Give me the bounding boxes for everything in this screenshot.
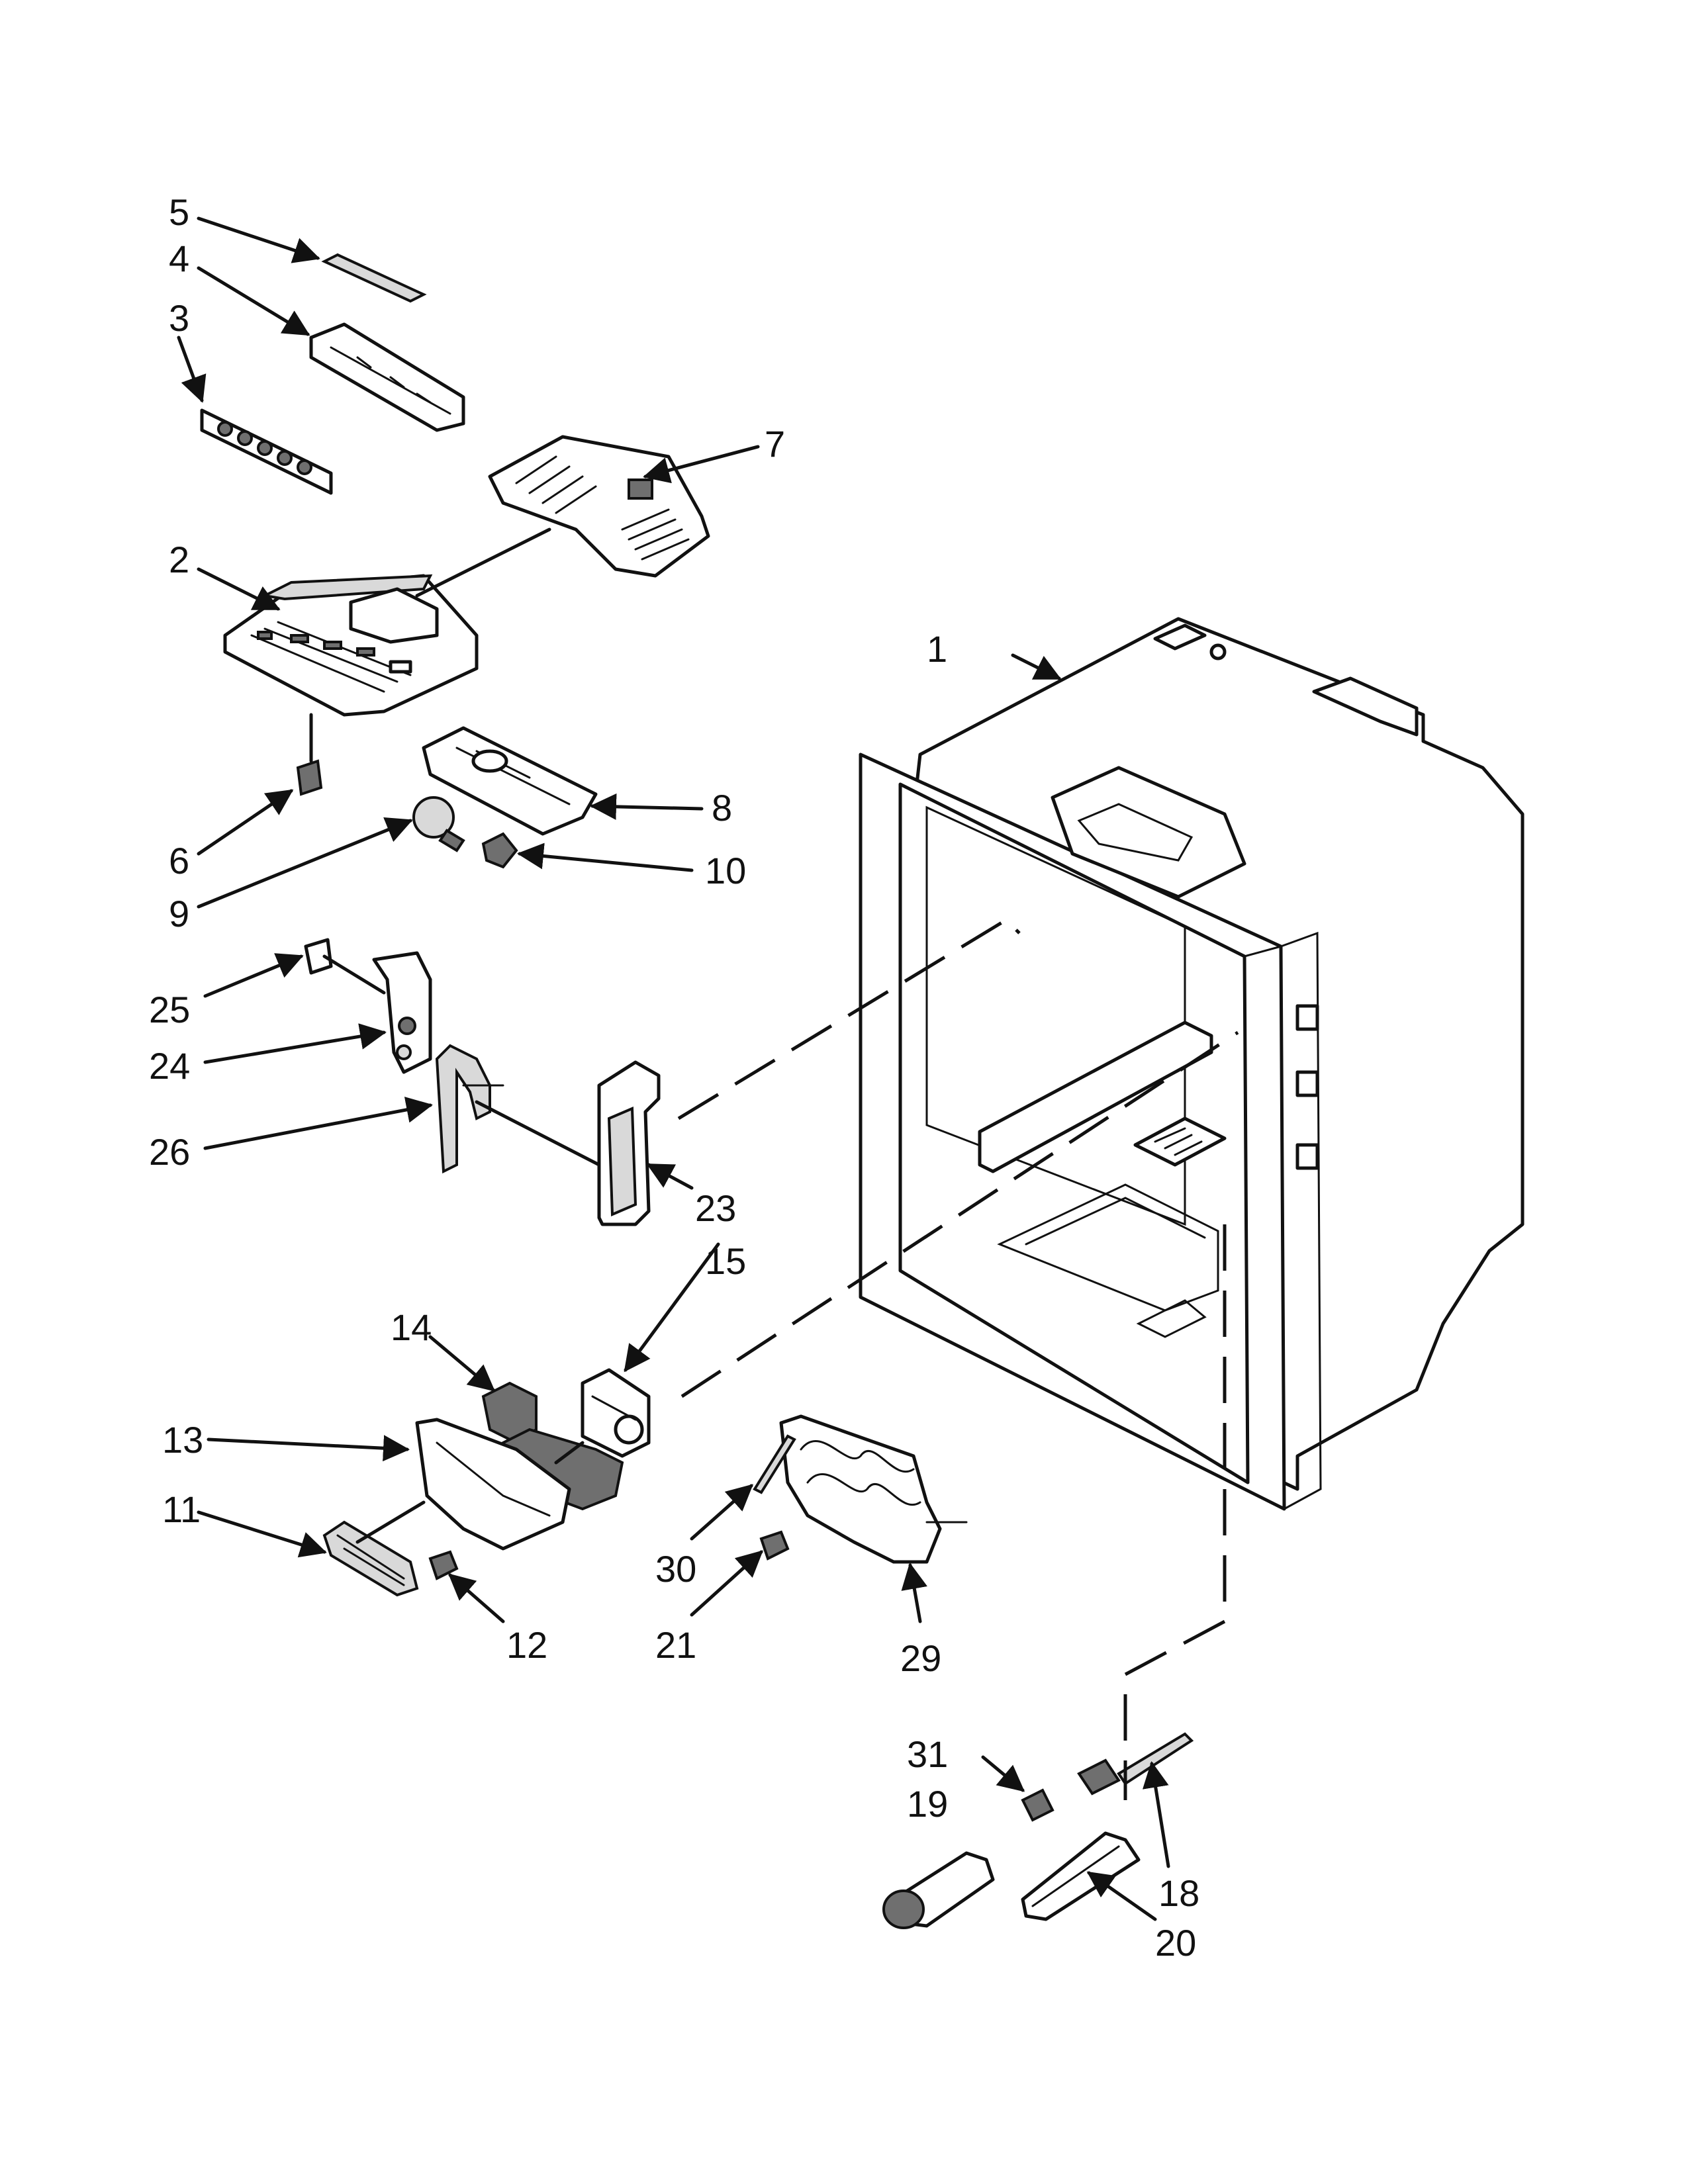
- part-5-light-bar[interactable]: [321, 253, 427, 303]
- callout-30: 30: [655, 1548, 696, 1590]
- callout-8: 8: [712, 787, 732, 829]
- part-7-air-diffuser[interactable]: [488, 435, 710, 578]
- callout-1: 1: [927, 628, 947, 670]
- part-15-water-valve[interactable]: [581, 1368, 651, 1458]
- part-31-cap[interactable]: [1021, 1788, 1055, 1822]
- callout-arrows: [177, 216, 1170, 1921]
- part-18-filter-head[interactable]: [1077, 1732, 1194, 1796]
- part-29-heater-assembly[interactable]: [779, 1414, 968, 1564]
- callout-26: 26: [149, 1131, 190, 1173]
- part-6-switch[interactable]: [296, 759, 323, 796]
- part-2-control-housing[interactable]: [223, 574, 479, 717]
- part-8-light-housing[interactable]: [422, 726, 598, 836]
- part-3-control-panel[interactable]: [200, 408, 333, 495]
- part-26-water-tube[interactable]: [435, 1044, 504, 1174]
- callout-31: 31: [907, 1733, 948, 1775]
- callout-18: 18: [1158, 1872, 1199, 1914]
- callout-21: 21: [655, 1624, 696, 1666]
- callout-7: 7: [765, 423, 785, 465]
- part-20-filter-cover[interactable]: [1021, 1831, 1141, 1921]
- callout-4: 4: [169, 238, 189, 279]
- part-4-control-bracket[interactable]: [309, 322, 465, 432]
- callout-11: 11: [162, 1488, 201, 1530]
- assembly-lines: [309, 527, 1239, 1800]
- callout-6: 6: [169, 840, 189, 882]
- part-23-filter-housing[interactable]: [597, 1060, 661, 1226]
- part-30-rod[interactable]: [753, 1434, 796, 1494]
- callout-9: 9: [169, 893, 189, 934]
- part-19-water-filter[interactable]: [882, 1851, 995, 1929]
- part-21-screw[interactable]: [759, 1530, 790, 1561]
- callout-24: 24: [149, 1045, 190, 1087]
- callout-25: 25: [149, 989, 190, 1030]
- part-10-socket[interactable]: [481, 832, 518, 869]
- callout-29: 29: [900, 1637, 941, 1679]
- callout-2: 2: [169, 539, 189, 580]
- part-13-dispenser-cover[interactable]: [415, 1418, 571, 1551]
- part-12-screw[interactable]: [428, 1550, 459, 1580]
- callout-3: 3: [169, 297, 189, 339]
- callout-15: 15: [705, 1240, 746, 1282]
- callout-12: 12: [506, 1624, 547, 1666]
- part-24-valve-bracket[interactable]: [372, 951, 432, 1074]
- callout-labels: 5 4 3 7 2 1 8 6 10 9 25 24 26 23 15 14 1…: [149, 191, 1199, 1964]
- callout-19: 19: [907, 1783, 948, 1825]
- part-9-bulb[interactable]: [412, 796, 465, 852]
- part-25-solenoid[interactable]: [304, 938, 333, 975]
- callout-10: 10: [705, 850, 746, 891]
- callout-20: 20: [1155, 1922, 1196, 1964]
- callout-23: 23: [695, 1187, 736, 1229]
- callout-13: 13: [162, 1419, 203, 1461]
- callout-14: 14: [391, 1306, 432, 1348]
- callout-5: 5: [169, 191, 189, 233]
- part-11-drip-tray[interactable]: [322, 1520, 419, 1597]
